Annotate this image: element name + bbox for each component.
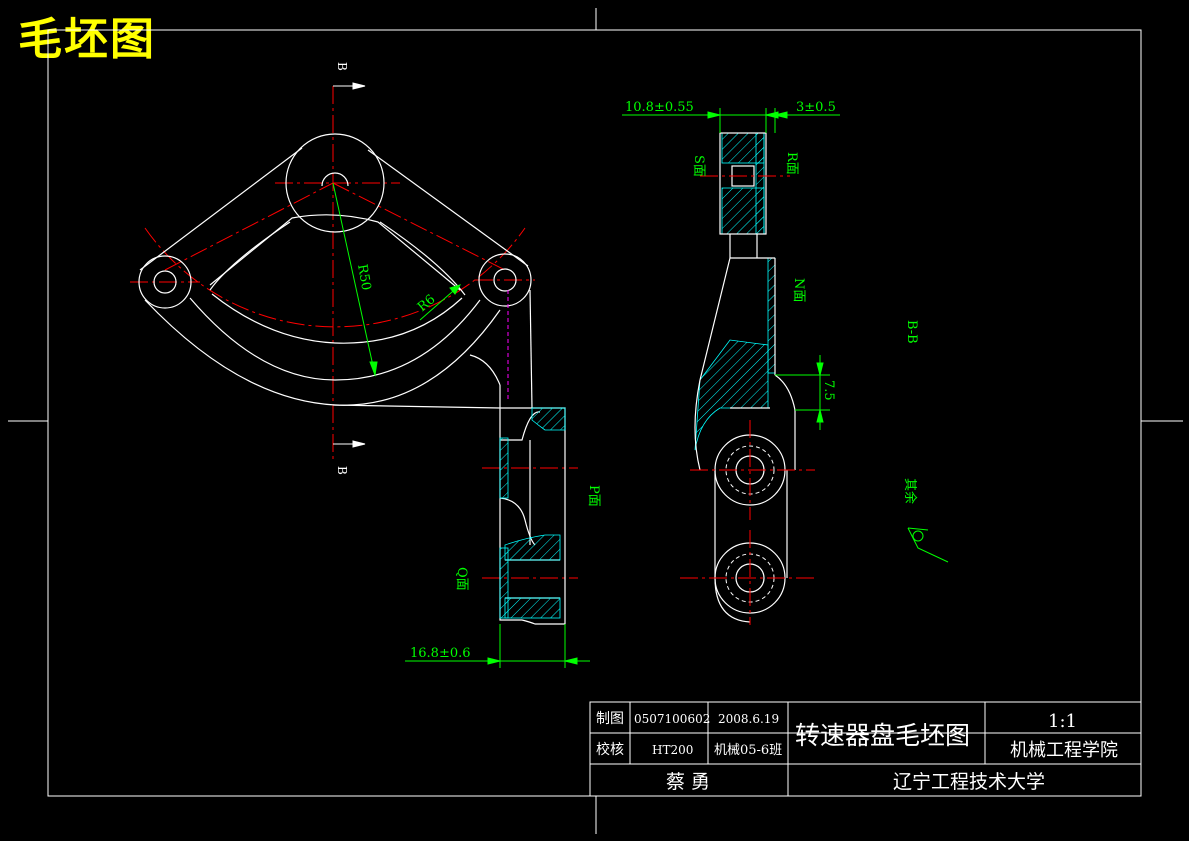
plan-view: B B R50 R6 16.8±0.6 P面 Q面 (130, 62, 601, 668)
title-university: 辽宁工程技术大学 (893, 771, 1045, 793)
section-title: B-B (904, 320, 919, 344)
surface-label-r: R面 (784, 152, 799, 175)
title-department: 机械工程学院 (1010, 740, 1118, 761)
title-material: HT200 (652, 743, 693, 757)
title-check-label: 校核 (596, 741, 624, 758)
roughness-note: 其余 (902, 478, 918, 504)
dim-top-left: 10.8±0.55 (625, 100, 694, 115)
drawing-heading: 毛坯图 (18, 14, 156, 65)
dim-radius: R50 (354, 263, 373, 292)
surface-label-n: N面 (791, 278, 806, 302)
title-part-name: 转速器盘毛坯图 (795, 721, 970, 750)
title-drawn-label: 制图 (596, 711, 624, 727)
title-scale: 1:1 (1048, 711, 1077, 732)
dim-top-right: 3±0.5 (796, 100, 836, 115)
title-designer: 蔡 勇 (666, 771, 710, 793)
section-mark-top: B (335, 62, 349, 71)
dim-bottom-width: 16.8±0.6 (410, 646, 471, 661)
title-class: 机械05-6班 (714, 743, 782, 758)
dim-step-height: 7.5 (821, 380, 836, 401)
surface-label-p: P面 (586, 485, 601, 507)
roughness-symbol (907, 527, 949, 563)
title-date: 2008.6.19 (718, 712, 779, 726)
section-mark-bottom: B (335, 466, 349, 475)
title-block (589, 701, 1142, 797)
title-drawn-number: 0507100602 (634, 712, 710, 726)
surface-label-s: S面 (691, 155, 706, 177)
surface-label-q: Q面 (454, 567, 469, 591)
section-view: 10.8±0.55 3±0.5 7.5 S面 R面 N面 B-B 其余 (622, 100, 949, 625)
